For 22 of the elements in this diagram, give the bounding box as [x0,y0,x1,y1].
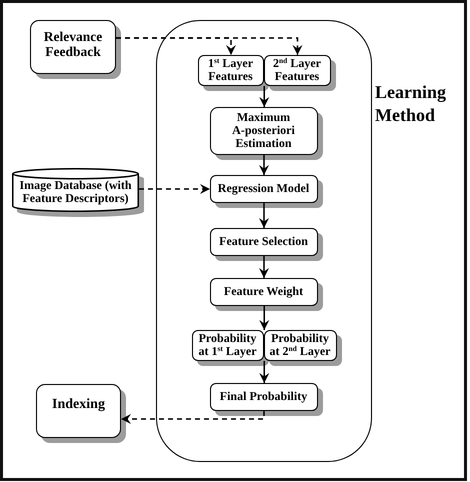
box-label: Probability at 1$^{st}$ Layer [197,332,258,358]
box-label: Indexing [52,397,105,413]
box-label: Maximum A-posteriori Estimation [231,111,296,150]
box-label: Relevance Feedback [42,30,104,60]
group-heading: Learning Method [375,81,448,126]
dashed-arrow [116,37,302,55]
database-cylinder [12,168,139,212]
box-label: 2$^{nd}$ Layer Features [272,57,322,83]
arrow [259,256,269,278]
arrow [259,203,269,228]
dashed-arrow [121,411,265,424]
arrow [259,155,269,175]
box-label: Image Database (with Feature Descriptors) [18,179,132,205]
dashed-arrow [139,184,210,194]
arrow [259,361,270,383]
box-label: Feature Selection [219,235,308,248]
box-label: Final Probability [220,390,308,403]
box-label: Feature Weight [224,285,304,298]
box-label: 1$^{st}$ Layer Features [206,57,254,83]
box-label: Regression Model [218,182,310,195]
arrow [259,306,270,330]
box-label: Probability at 2$^{nd}$ Layer [268,332,332,358]
